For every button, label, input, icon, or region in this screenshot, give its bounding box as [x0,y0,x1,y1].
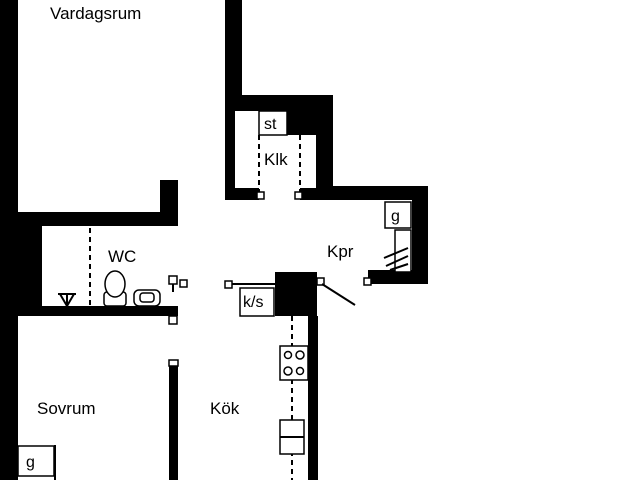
wall-sovrum-kok [169,362,178,480]
klk-door-post-right [294,191,303,200]
toilet-bowl [104,270,126,298]
kpr-door-post-right [363,277,372,286]
labels: Vardagsrum st Klk WC Kpr g k/s Sovrum Kö… [26,4,400,471]
wall-vardagsrum-bottom [18,212,178,226]
ks-wall-post [224,280,233,289]
stove-burner-2 [295,350,305,360]
shower-symbol-2 [59,293,68,307]
wall-wc-left [18,226,42,312]
wall-klk-st-block [286,111,316,135]
wall-kpr-top [316,186,428,200]
sovrum-door-post [168,359,179,367]
label-sovrum: Sovrum [37,399,96,418]
wc-door-post-bottom [168,315,178,325]
stove-burner-3 [283,366,293,376]
label-kpr: Kpr [327,242,354,261]
wall-kpr-right [412,186,428,284]
wall-kitchen-block [275,272,317,316]
wall-left-exterior [0,0,18,480]
label-g-hall: g [391,208,400,225]
kpr-door-post-left [316,277,325,286]
label-g-sovrum: g [26,454,35,471]
wall-klk-top [225,95,333,111]
wall-kpr-bottom [368,270,428,284]
label-st: st [264,116,277,133]
wall-wc-top-stub [160,180,178,226]
kpr-rack-line2 [385,255,409,267]
klk-door-post-left [256,191,265,200]
wc-door-post-side [179,279,188,288]
wc-sink-inner [139,292,155,303]
hall-closet-box [384,201,412,229]
wall-klk-right [316,95,333,200]
walls [0,0,428,480]
wall-kitchen-right [308,316,318,480]
sovrum-closet-box [17,445,55,477]
wall-klk-left [225,95,235,200]
wall-klk-bottom-left [225,188,259,200]
thin-walls [54,191,372,480]
st-shelf-box [258,110,288,136]
stove-burner-1 [283,350,293,360]
stove-burner-4 [295,366,305,376]
kpr-rack-line1 [383,247,409,259]
label-klk: Klk [264,150,288,169]
wc-door-post-top [168,275,178,285]
kpr-door-leaf [321,283,356,306]
stove [279,345,309,381]
kpr-rack-line3 [389,263,409,271]
wall-wc-bottom [18,306,178,316]
shower-symbol-3 [66,293,75,307]
label-ks: k/s [243,294,263,311]
wall-vardagsrum-right [225,0,242,100]
ks-box [239,287,275,317]
label-wc: WC [108,247,136,266]
fixtures [17,110,412,477]
label-kok: Kök [210,399,240,418]
label-vardagsrum: Vardagsrum [50,4,141,23]
